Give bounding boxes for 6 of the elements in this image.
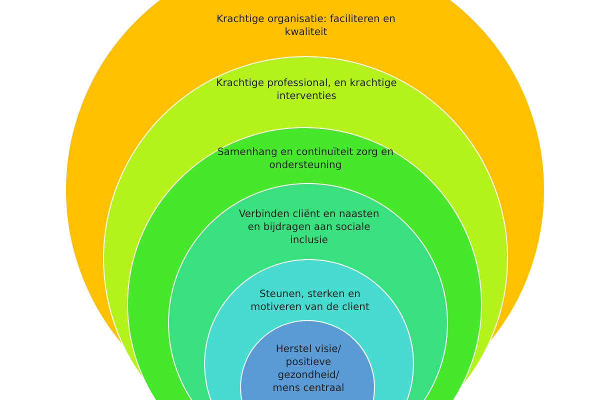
layer-label: Verbinden cliënt en naasten en bijdragen aan sociale inclusie (238, 208, 380, 247)
layer-label: Krachtige professional, en krachtige interventies (215, 77, 398, 103)
layer-label: Herstel visie/ positieve gezondheid/ mens centraal (272, 343, 346, 395)
layer-label: Krachtige organisatie: faciliteren en kwaliteit (216, 13, 396, 39)
layer-label: Steunen, sterken en motiveren van de client (250, 288, 370, 314)
layer-label: Samenhang en continuïteit zorg en ondersteuning (216, 146, 395, 172)
